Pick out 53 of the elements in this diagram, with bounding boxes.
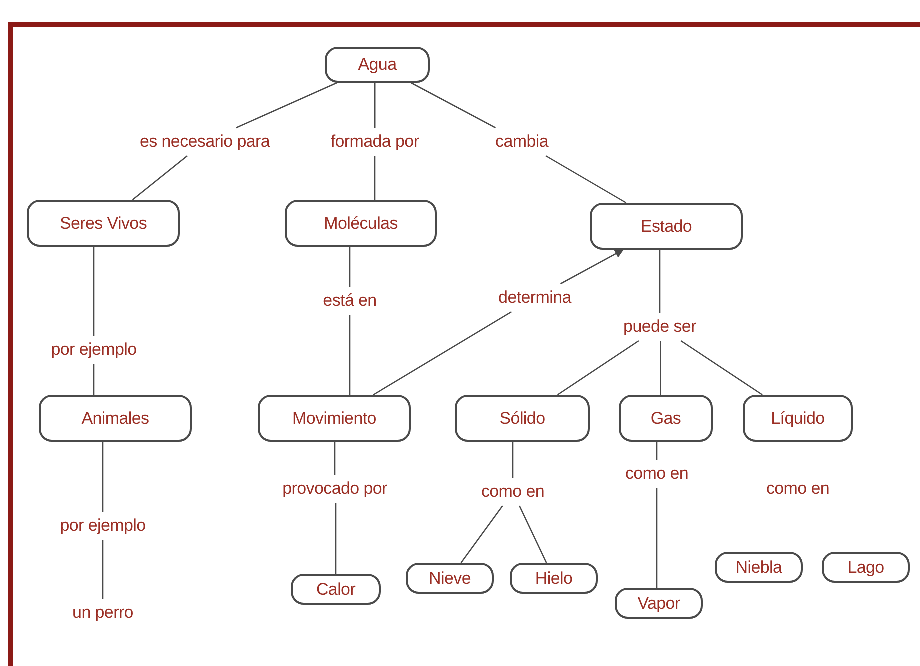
linking-phrase: un perro (70, 603, 136, 623)
connector-line (557, 340, 640, 396)
connector-line (132, 156, 188, 200)
connector-line (334, 442, 336, 475)
linking-phrase: formada por (328, 132, 422, 152)
connector-line (374, 156, 376, 200)
connector-line (512, 442, 514, 478)
linking-phrase: es necesario para (138, 132, 272, 152)
linking-phrase: determina (496, 288, 574, 308)
connector-line (546, 155, 627, 204)
linking-phrase: provocado por (280, 479, 390, 499)
concept-box: Sólido (455, 395, 590, 442)
arrow (560, 249, 624, 285)
linking-phrase: por ejemplo (49, 340, 139, 360)
connector-line (349, 247, 351, 287)
connector-line (460, 506, 504, 564)
linking-phrase: como en (765, 479, 831, 499)
connector-line (660, 341, 662, 395)
concept-box: Lago (822, 552, 910, 583)
linking-phrase: puede ser (622, 317, 698, 337)
concept-box: Agua (325, 47, 430, 83)
connector-line (410, 82, 496, 129)
connector-line (349, 315, 351, 395)
connector-line (102, 442, 104, 512)
connector-line (659, 250, 661, 313)
concept-box: Estado (590, 203, 743, 250)
concept-box: Calor (291, 574, 381, 605)
concept-box: Líquido (743, 395, 853, 442)
connector-line (519, 506, 548, 564)
concept-box: Moléculas (285, 200, 437, 247)
linking-phrase: está en (321, 291, 379, 311)
connector-line (656, 488, 658, 588)
connector-line (335, 503, 337, 574)
concept-box: Seres Vivos (27, 200, 180, 247)
linking-phrase: cambia (494, 132, 550, 152)
connector-line (236, 82, 338, 129)
concept-box: Animales (39, 395, 192, 442)
concept-box: Movimiento (258, 395, 411, 442)
linking-phrase: por ejemplo (58, 516, 148, 536)
linking-phrase: como en (623, 464, 691, 484)
connector-line (102, 540, 104, 599)
connector-line (373, 311, 512, 396)
concept-box: Vapor (615, 588, 703, 619)
concept-box: Hielo (510, 563, 598, 594)
connector-line (656, 442, 658, 460)
connector-line (93, 247, 95, 336)
connector-line (374, 83, 376, 128)
connector-line (93, 364, 95, 395)
linking-phrase: como en (479, 482, 547, 502)
connector-line (680, 340, 763, 396)
concept-box: Nieve (406, 563, 494, 594)
concept-box: Gas (619, 395, 713, 442)
concept-box: Niebla (715, 552, 803, 583)
